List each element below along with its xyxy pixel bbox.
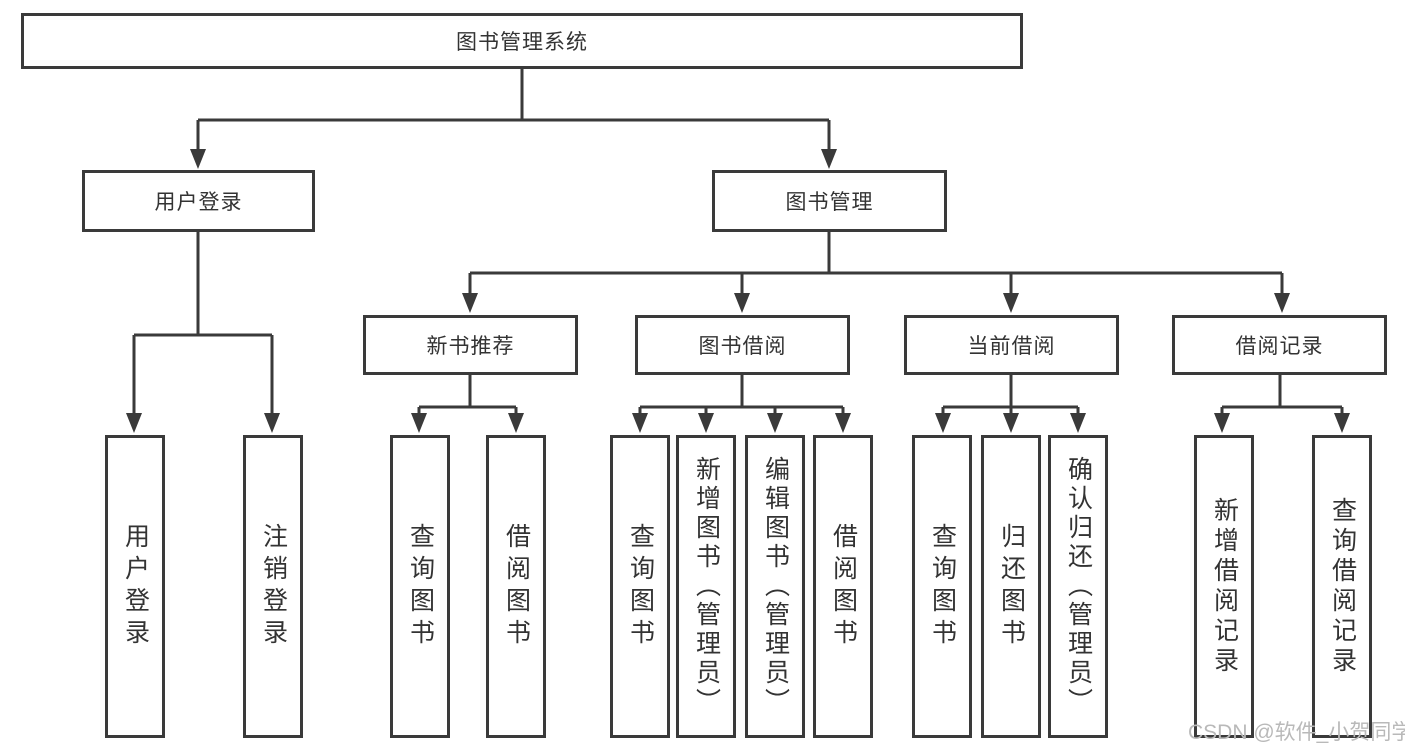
node-leaf-query-books-current: 查询图书 (912, 435, 972, 738)
node-leaf-query-books-recommend: 查询图书 (390, 435, 450, 738)
node-library-management-system: 图书管理系统 (21, 13, 1023, 69)
node-leaf-user-login: 用户登录 (105, 435, 165, 738)
node-book-borrow: 图书借阅 (635, 315, 850, 375)
node-leaf-confirm-return-admin: 确认归还（管理员） (1048, 435, 1108, 738)
node-leaf-return-books: 归还图书 (981, 435, 1041, 738)
node-user-login: 用户登录 (82, 170, 315, 232)
node-current-borrow: 当前借阅 (904, 315, 1119, 375)
node-new-book-recommend: 新书推荐 (363, 315, 578, 375)
node-leaf-borrow-books-recommend: 借阅图书 (486, 435, 546, 738)
node-leaf-add-borrow-record: 新增借阅记录 (1194, 435, 1254, 738)
node-leaf-add-books-admin: 新增图书（管理员） (676, 435, 736, 738)
csdn-watermark: CSDN @软件_小贺同学 (1188, 721, 1405, 744)
node-leaf-query-borrow-record: 查询借阅记录 (1312, 435, 1372, 738)
node-leaf-borrow-books: 借阅图书 (813, 435, 873, 738)
node-borrow-records: 借阅记录 (1172, 315, 1387, 375)
node-book-management: 图书管理 (712, 170, 947, 232)
node-leaf-query-books-borrow: 查询图书 (610, 435, 670, 738)
node-leaf-logout: 注销登录 (243, 435, 303, 738)
node-leaf-edit-books-admin: 编辑图书（管理员） (745, 435, 805, 738)
